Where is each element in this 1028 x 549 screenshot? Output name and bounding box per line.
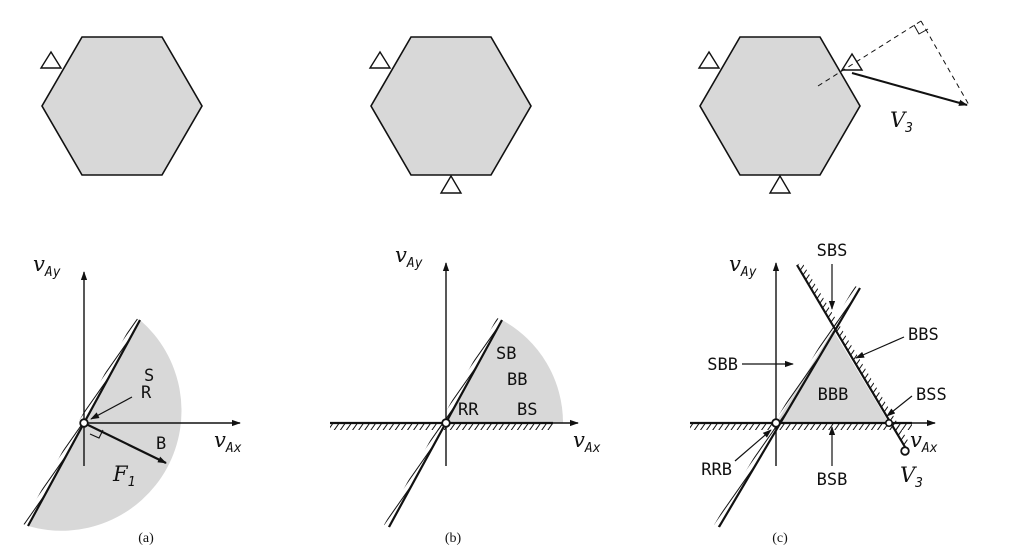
velocity-label-bottom: V3 bbox=[900, 463, 923, 491]
pointer-BSS bbox=[886, 395, 913, 417]
panel-a: vAy vAx S R B F1 (a) bbox=[23, 252, 242, 546]
caption-c: (c) bbox=[772, 531, 788, 546]
contact-triangle bbox=[368, 50, 392, 69]
label-RR: RR bbox=[458, 400, 479, 420]
force-label: F1 bbox=[112, 462, 135, 490]
pointer-BBS bbox=[855, 336, 905, 359]
label-SBS: SBS bbox=[817, 241, 848, 261]
label-BS: BS bbox=[517, 400, 537, 420]
hexagon-a bbox=[39, 36, 203, 176]
feasible-region bbox=[28, 320, 182, 531]
velocity-constraint-hatch bbox=[797, 262, 910, 447]
velocity-endpoint bbox=[900, 446, 910, 456]
pointer-R bbox=[90, 396, 133, 420]
label-B: B bbox=[156, 434, 166, 454]
origin-point bbox=[441, 418, 451, 428]
velocity-arrow bbox=[851, 72, 968, 106]
feasible-region bbox=[446, 320, 564, 423]
label-BBB: BBB bbox=[818, 385, 849, 405]
velocity-label-top: V3 bbox=[890, 108, 913, 136]
origin-point bbox=[771, 418, 781, 428]
contact-triangle bbox=[439, 174, 463, 194]
right-angle-mark bbox=[913, 24, 929, 35]
y-axis-label: vAy bbox=[729, 252, 757, 280]
diagonal-constraint-hatch bbox=[714, 286, 860, 527]
caption-a: (a) bbox=[138, 531, 154, 546]
contact-triangle bbox=[768, 174, 792, 194]
hexagon-b bbox=[368, 36, 532, 194]
label-S: S bbox=[144, 366, 154, 386]
x-axis-label: vAx bbox=[573, 428, 601, 456]
contact-triangle bbox=[697, 50, 721, 69]
label-BBS: BBS bbox=[908, 325, 939, 345]
origin-point bbox=[79, 418, 89, 428]
x-axis-label: vAx bbox=[910, 428, 938, 456]
dashed-projection-line bbox=[920, 20, 970, 106]
hexagon-c: V3 bbox=[697, 20, 970, 194]
label-BSS: BSS bbox=[916, 385, 947, 405]
hexagon-body bbox=[699, 36, 861, 176]
dashed-normal-line bbox=[817, 20, 922, 87]
label-BB: BB bbox=[507, 370, 527, 390]
label-SBB: SBB bbox=[707, 355, 738, 375]
label-RRB: RRB bbox=[701, 460, 732, 480]
y-axis-label: vAy bbox=[33, 252, 61, 280]
pointer-RRB bbox=[734, 429, 772, 462]
y-axis-label: vAy bbox=[395, 243, 423, 271]
label-BSB: BSB bbox=[817, 470, 848, 490]
hexagon-body bbox=[41, 36, 203, 176]
right-angle-mark bbox=[89, 429, 104, 439]
contact-triangle bbox=[39, 50, 63, 69]
caption-b: (b) bbox=[445, 531, 462, 546]
contact-triangle bbox=[840, 52, 864, 71]
force-arrow bbox=[83, 422, 167, 464]
feasible-region bbox=[776, 330, 889, 423]
intersection-point bbox=[884, 418, 893, 427]
label-SB: SB bbox=[496, 344, 516, 364]
x-axis-label: vAx bbox=[214, 428, 242, 456]
panel-c: vAy vAx SBS SBB BBS BBB BSS RRB BSB V3 (… bbox=[690, 241, 947, 546]
hexagon-body bbox=[370, 36, 532, 176]
panel-b: vAy vAx SB BB RR BS (b) bbox=[330, 243, 601, 546]
label-R: R bbox=[141, 383, 152, 403]
velocity-constraint-line bbox=[796, 264, 906, 448]
horizontal-constraint-hatch bbox=[690, 424, 912, 430]
